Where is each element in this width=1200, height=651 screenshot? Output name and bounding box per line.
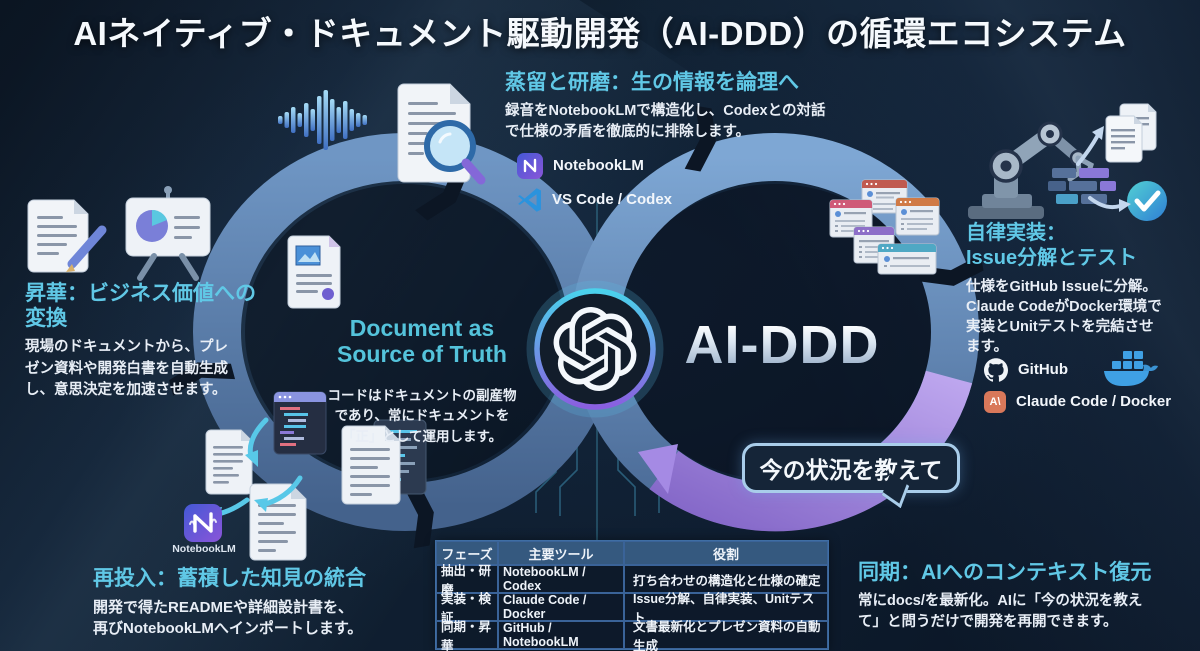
tool-label: VS Code / Codex	[552, 191, 673, 208]
loop-purple-arc	[649, 370, 973, 532]
distill-tools: NotebookLM VS Code / Codex	[517, 152, 672, 213]
chat-bubble: 今の状況を教えて	[742, 443, 960, 509]
notebooklm-app-icon	[184, 504, 222, 542]
tool-row-vscode: VS Code / Codex	[517, 186, 672, 213]
waveform-icon	[278, 90, 367, 150]
table-cell: 同期・昇華	[436, 620, 498, 651]
table-cell: NotebookLM / Codex	[498, 565, 624, 593]
document-image-icon	[287, 235, 341, 309]
page-title: AIネイティブ・ドキュメント駆動開発（AI-DDD）の循環エコシステム	[73, 15, 1127, 52]
notebooklm-icon	[517, 152, 543, 179]
tool-label: NotebookLM	[553, 157, 644, 174]
distill-title: 蒸留と研磨：生の情報を論理へ	[505, 71, 799, 94]
documents-stack-icon	[1105, 103, 1157, 163]
sublimate-title: 昇華：ビジネス価値への 変換	[25, 282, 256, 331]
sync-body: 常にdocs/を最新化。AIに「今の状況を教え て」と問うだけで開発を再開できま…	[858, 593, 1143, 631]
flow-arrows-right	[1076, 126, 1131, 212]
implement-body: 仕様をGitHub Issueに分解。 Claude CodeがDocker環境…	[966, 278, 1162, 356]
implement-title: 自律実装： Issue分解とテスト	[966, 222, 1138, 269]
reinput-title: 再投入：蓄積した知見の統合	[93, 567, 366, 590]
sync-title: 同期：AIへのコンテキスト復元	[858, 561, 1152, 584]
sublimate-body: 現場のドキュメントから、プレ ゼン資料や開発白書を自動生成 し、意思決定を加速さ…	[25, 339, 228, 398]
table-header-tools: 主要ツール	[498, 541, 624, 565]
issue-windows-cluster	[829, 179, 940, 275]
openai-badge	[526, 280, 664, 418]
source-of-truth-block: Document as Source of Truth コードはドキュメントの副…	[299, 296, 545, 447]
document-icon	[341, 425, 401, 505]
document-magnifier-icon	[397, 83, 486, 185]
implement-tools: GitHub A\ Claude Code / Docker	[984, 356, 1171, 415]
table-header-role: 役割	[624, 541, 828, 565]
distill-body: 録音をNotebookLMで構造化し、Codexとの対話 で仕様の矛盾を徹底的に…	[505, 103, 826, 141]
presentation-chart-icon	[125, 186, 211, 281]
ai-ddd-label: AI-DDD	[682, 314, 882, 376]
claude-icon: A\	[984, 390, 1006, 413]
table-cell: GitHub / NotebookLM	[498, 621, 624, 649]
notebooklm-app-label: NotebookLM	[172, 543, 236, 555]
table-cell: 打ち合わせの構造化と仕様の確定	[624, 565, 828, 593]
bubble-text: 今の状況を教えて	[759, 457, 943, 483]
section-sync: 同期：AIへのコンテキスト復元 常にdocs/を最新化。AIに「今の状況を教え …	[858, 560, 1193, 634]
section-sublimate: 昇華：ビジネス価値への 変換 現場のドキュメントから、プレ ゼン資料や開発白書を…	[25, 281, 265, 401]
document-icon	[205, 429, 253, 495]
reinput-body: 開発で得たREADMEや詳細設計書を、 再びNotebookLMへインポートしま…	[93, 599, 363, 638]
brick-blocks-icon	[1048, 168, 1116, 204]
phase-table: フェーズ 主要ツール 役割 抽出・研磨 NotebookLM / Codex 打…	[435, 540, 829, 651]
purple-arrowhead	[638, 444, 678, 494]
check-circle-icon	[1127, 181, 1167, 221]
code-editor-icon	[273, 391, 327, 455]
github-icon	[984, 357, 1008, 382]
table-cell: 文書最新化とプレゼン資料の自動生成	[624, 620, 828, 651]
tool-row-claude: A\ Claude Code / Docker	[984, 388, 1171, 415]
vscode-icon	[518, 188, 541, 212]
sot-body: コードはドキュメントの副産物 であり、常にドキュメントを 「正」として運用します…	[327, 388, 517, 444]
docker-icon	[1104, 351, 1158, 386]
section-distill: 蒸留と研磨：生の情報を論理へ 録音をNotebookLMで構造化し、Codexと…	[505, 70, 900, 144]
openai-logo-icon	[553, 307, 637, 392]
table-header-phase: フェーズ	[436, 541, 498, 565]
document-icon	[249, 483, 307, 561]
document-pencil-icon	[27, 199, 107, 273]
tool-label: Claude Code / Docker	[1016, 393, 1172, 410]
infinity-loop	[169, 105, 984, 549]
section-reinput: 再投入：蓄積した知見の統合 開発で得たREADMEや詳細設計書を、 再びNote…	[93, 566, 433, 640]
table-cell: Claude Code / Docker	[498, 593, 624, 621]
section-implement: 自律実装： Issue分解とテスト 仕様をGitHub Issueに分解。 Cl…	[966, 221, 1196, 358]
tool-label: GitHub	[1018, 361, 1068, 378]
sot-title: Document as Source of Truth	[337, 315, 507, 368]
tool-row-github: GitHub	[984, 356, 1171, 383]
tool-row-notebooklm: NotebookLM	[517, 152, 672, 179]
